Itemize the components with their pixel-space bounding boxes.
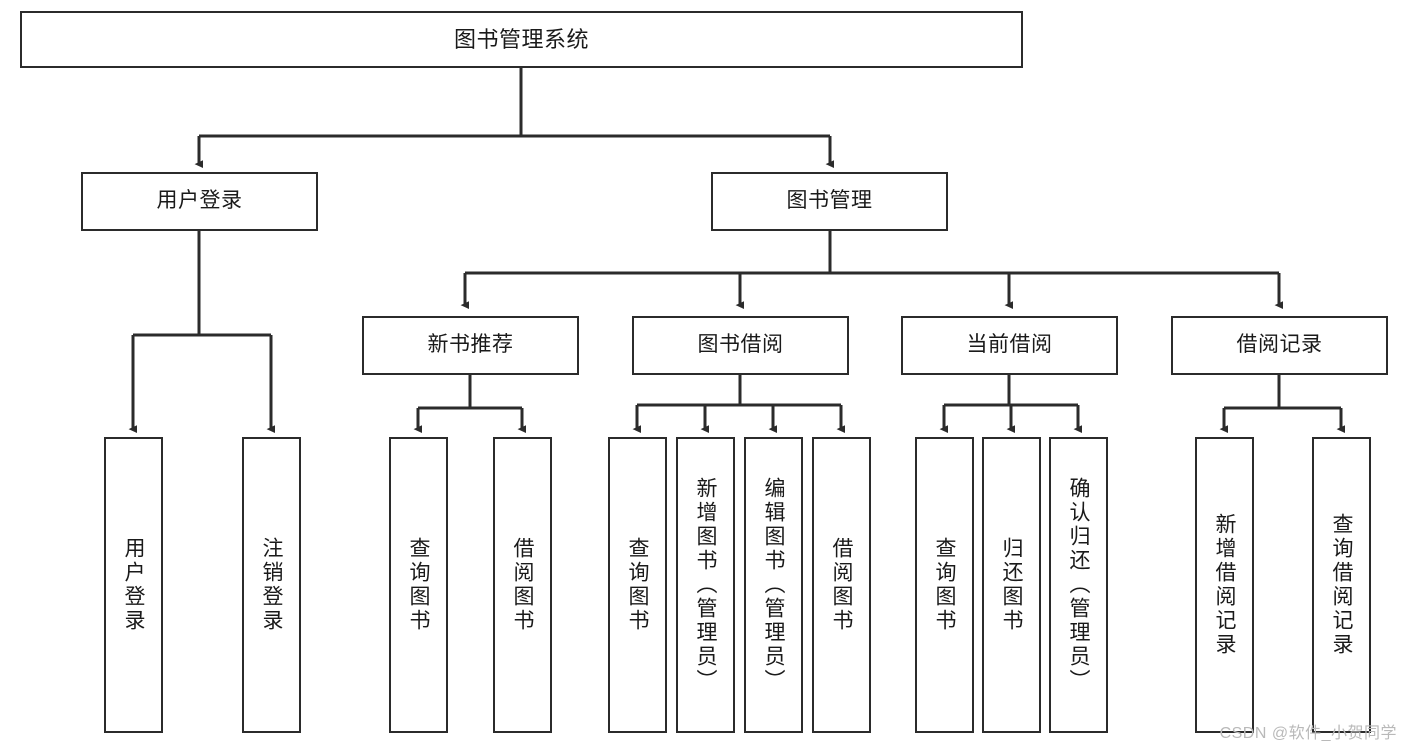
node-leaf-query-record[interactable]: 查询借阅记录 [1312,437,1371,733]
node-leaf-query-book-2-label: 查询图书 [626,537,650,633]
node-current-borrow-label: 当前借阅 [966,333,1053,357]
node-leaf-query-book-1[interactable]: 查询图书 [389,437,448,733]
node-leaf-confirm-return-label: 确认归还（管理员） [1067,477,1091,693]
node-leaf-borrow-book-2[interactable]: 借阅图书 [812,437,871,733]
node-new-book-rec-label: 新书推荐 [427,333,514,357]
node-leaf-query-record-label: 查询借阅记录 [1330,513,1354,657]
node-leaf-return-book[interactable]: 归还图书 [982,437,1041,733]
node-book-manage-label: 图书管理 [786,189,873,213]
node-leaf-add-book[interactable]: 新增图书（管理员） [676,437,735,733]
node-leaf-user-login[interactable]: 用户登录 [104,437,163,733]
node-leaf-query-book-1-label: 查询图书 [407,537,431,633]
node-leaf-edit-book[interactable]: 编辑图书（管理员） [744,437,803,733]
csdn-watermark: CSDN @软件_小贺同学 [1219,725,1397,742]
node-user-login-label: 用户登录 [156,189,243,213]
node-root-label: 图书管理系统 [453,26,589,52]
node-leaf-add-record-label: 新增借阅记录 [1213,513,1237,657]
node-leaf-logout-login[interactable]: 注销登录 [242,437,301,733]
node-book-borrow[interactable]: 图书借阅 [632,316,849,375]
node-leaf-query-book-2[interactable]: 查询图书 [608,437,667,733]
node-leaf-borrow-book-2-label: 借阅图书 [830,537,854,633]
node-current-borrow[interactable]: 当前借阅 [901,316,1118,375]
node-leaf-query-book-3-label: 查询图书 [933,537,957,633]
node-leaf-user-login-label: 用户登录 [122,537,146,633]
node-borrow-record[interactable]: 借阅记录 [1171,316,1388,375]
node-borrow-record-label: 借阅记录 [1236,333,1323,357]
node-leaf-return-book-label: 归还图书 [1000,537,1024,633]
node-leaf-add-record[interactable]: 新增借阅记录 [1195,437,1254,733]
node-leaf-query-book-3[interactable]: 查询图书 [915,437,974,733]
node-leaf-confirm-return[interactable]: 确认归还（管理员） [1049,437,1108,733]
node-leaf-borrow-book-1-label: 借阅图书 [511,537,535,633]
node-leaf-edit-book-label: 编辑图书（管理员） [762,477,786,693]
node-leaf-borrow-book-1[interactable]: 借阅图书 [493,437,552,733]
node-new-book-rec[interactable]: 新书推荐 [362,316,579,375]
node-book-borrow-label: 图书借阅 [697,333,784,357]
node-leaf-add-book-label: 新增图书（管理员） [694,477,718,693]
node-leaf-logout-login-label: 注销登录 [260,537,284,633]
node-root[interactable]: 图书管理系统 [20,11,1023,68]
node-book-manage[interactable]: 图书管理 [711,172,948,231]
node-user-login[interactable]: 用户登录 [81,172,318,231]
